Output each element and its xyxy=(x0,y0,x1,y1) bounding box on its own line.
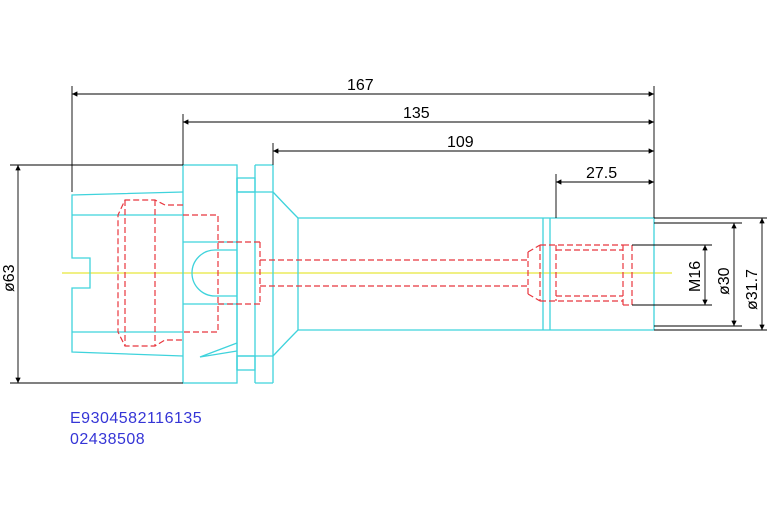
dim-109: 109 xyxy=(447,134,474,151)
order-number: 02438508 xyxy=(70,431,145,448)
dim-dia-63: ø63 xyxy=(1,264,18,292)
dim-167: 167 xyxy=(347,77,374,94)
dim-27-5: 27.5 xyxy=(586,165,617,182)
tool-outline xyxy=(71,164,655,384)
dim-135: 135 xyxy=(403,105,430,122)
dim-dia-31-7: ø31.7 xyxy=(744,269,761,310)
dim-m16: M16 xyxy=(687,261,704,292)
part-number: E9304582116135 xyxy=(70,410,202,427)
hidden-features xyxy=(117,199,633,347)
dim-dia-30: ø30 xyxy=(716,267,733,295)
dimension-lines xyxy=(10,86,767,384)
